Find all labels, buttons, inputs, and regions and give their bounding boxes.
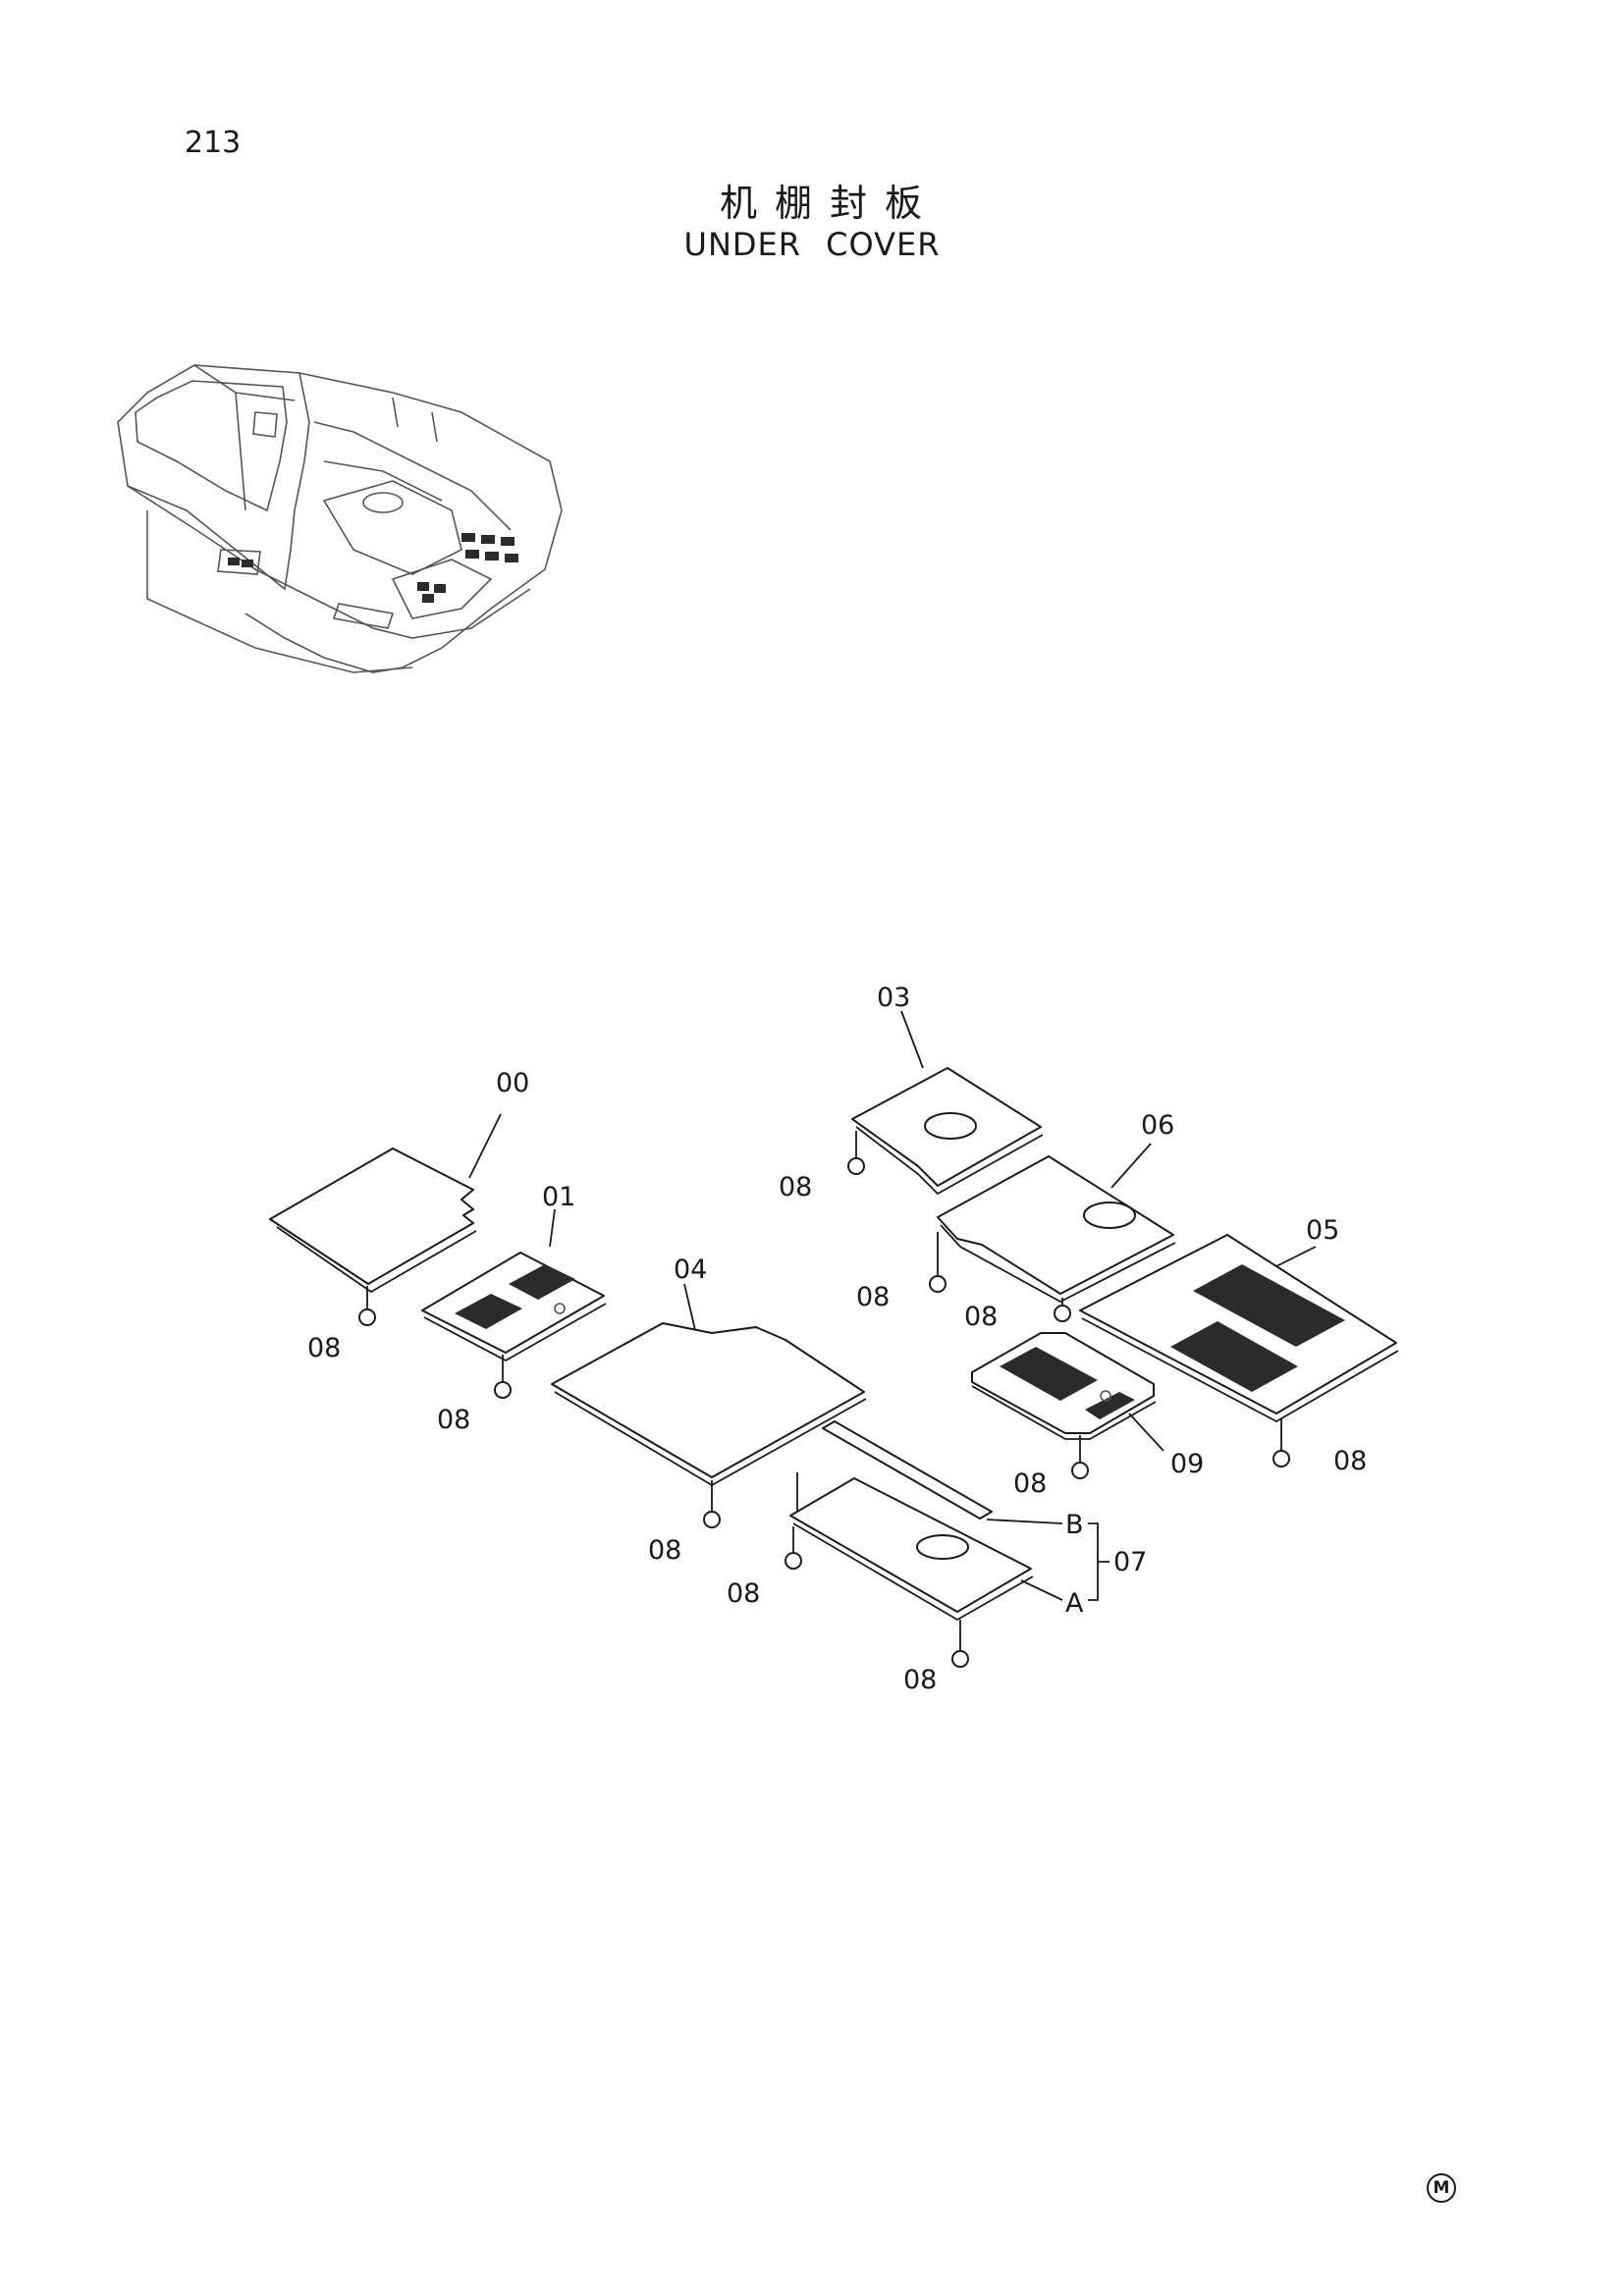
excavator-overview [117,364,563,673]
label-06: 06 [1141,1110,1174,1141]
label-08: 08 [856,1282,890,1312]
page-number: 213 [185,126,242,160]
label-08: 08 [437,1405,470,1435]
label-08: 08 [903,1665,937,1695]
manufacturer-mark: M [1427,2173,1456,2203]
panel-06: 06 08 08 [856,1110,1176,1332]
title-english: UNDER COVER [683,226,941,263]
label-05: 05 [1306,1215,1339,1246]
panel-09: 09 08 [971,1332,1204,1499]
label-08: 08 [307,1333,341,1363]
label-01: 01 [542,1182,575,1212]
label-03: 03 [877,983,910,1013]
label-08: 08 [1013,1468,1047,1499]
panel-04: 04 08 [551,1255,867,1566]
panel-00: 00 08 [269,1068,529,1363]
label-00: 00 [496,1068,529,1098]
panel-07: B A 07 08 08 [727,1420,1147,1695]
label-09: 09 [1170,1449,1204,1479]
panel-03: 03 08 [779,983,1044,1202]
title-chinese: 机棚封板 [719,182,940,225]
label-08: 08 [964,1302,998,1332]
label-08: 08 [648,1535,681,1566]
label-08: 08 [1333,1446,1367,1476]
panel-01: 01 08 [421,1182,607,1435]
label-07: 07 [1113,1547,1147,1577]
label-08: 08 [727,1578,760,1609]
label-04: 04 [674,1255,707,1285]
label-08: 08 [779,1172,812,1202]
panel-05: 05 08 [1079,1215,1399,1476]
label-b: B [1065,1510,1084,1540]
label-a: A [1065,1588,1084,1619]
